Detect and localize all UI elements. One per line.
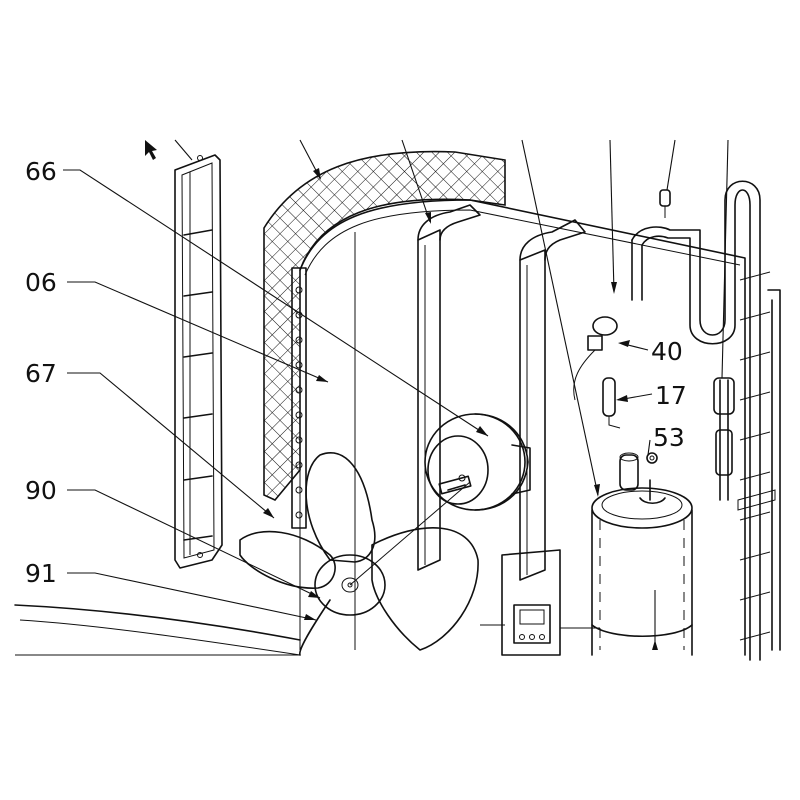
motor-bracket-right [519, 219, 586, 581]
left-side-panel [174, 154, 223, 569]
valve-cap [659, 189, 671, 218]
filter-part-17 [602, 377, 621, 429]
nut-part-53 [646, 452, 658, 464]
callout-66: 66 [25, 157, 57, 186]
callout-06: 06 [25, 268, 57, 297]
callout-91: 91 [25, 559, 57, 588]
callout-40: 40 [651, 337, 683, 366]
callout-labels: 66 06 67 90 91 40 17 53 [25, 157, 687, 588]
fan-motor [424, 413, 531, 511]
mouse-pointer-icon [145, 140, 157, 160]
coil-side-holes [295, 286, 303, 519]
callout-17: 17 [655, 381, 687, 410]
base-plate [14, 604, 600, 656]
condenser-fins-right [737, 271, 776, 641]
motor-bracket-left [417, 204, 481, 571]
callout-53: 53 [653, 423, 685, 452]
callout-67: 67 [25, 359, 57, 388]
pressure-switch-part-40 [573, 316, 618, 401]
control-panel [501, 549, 561, 656]
callout-90: 90 [25, 476, 57, 505]
leader-lines [63, 139, 729, 650]
fan-blade [239, 452, 479, 656]
compressor [591, 452, 693, 656]
refrigerant-piping [631, 180, 781, 661]
